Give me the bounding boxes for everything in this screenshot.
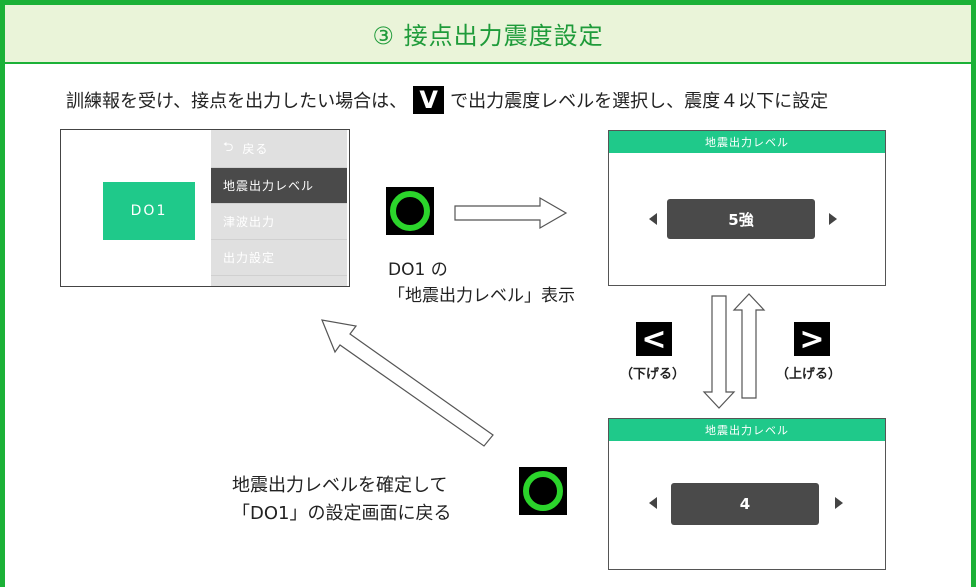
level-screen-title: 地震出力レベル [609, 419, 885, 441]
back-arrow-icon: ⮌ [223, 139, 235, 155]
menu-item-label: 戻る [242, 142, 269, 156]
menu-list: ⮌ 戻る 地震出力レベル 津波出力 出力設定 [211, 130, 347, 286]
section-header: ③ 接点出力震度設定 [5, 5, 971, 64]
instruction-text-after: で出力震度レベルを選択し、震度４以下に設定 [450, 91, 829, 112]
ok-ring [390, 191, 430, 231]
down-key-caption: （下げる） [620, 367, 686, 382]
up-key-icon: > [794, 322, 830, 357]
section-title: ③ 接点出力震度設定 [372, 22, 604, 50]
level-value-box: 4 [671, 483, 819, 525]
caption-display: DO1 の 「地震出力レベル」表示 [388, 257, 575, 309]
menu-item-output-settings[interactable]: 出力設定 [211, 240, 347, 276]
flow-arrow-down [702, 295, 736, 409]
menu-item-earthquake-level[interactable]: 地震出力レベル [211, 168, 347, 204]
v-key-icon: V [413, 86, 445, 114]
left-triangle-icon [649, 497, 657, 509]
instruction-text-before: 訓練報を受け、接点を出力したい場合は、 [66, 91, 408, 112]
do1-channel-label: DO1 [130, 203, 168, 219]
caption-display-line-1: DO1 の [388, 260, 448, 280]
ok-button-icon [386, 187, 434, 235]
caption-display-line-2: 「地震出力レベル」表示 [388, 286, 575, 306]
level-screen-title: 地震出力レベル [609, 131, 885, 153]
ok-button-icon [519, 467, 567, 515]
flow-arrow-up [732, 293, 766, 399]
up-key-caption: （上げる） [776, 367, 842, 382]
instruction-line: 訓練報を受け、接点を出力したい場合は、 V で出力震度レベルを選択し、震度４以下… [66, 86, 946, 114]
do1-channel-tile: DO1 [103, 182, 195, 240]
flow-arrow-back [321, 319, 494, 447]
level-value-box: 5強 [667, 199, 815, 239]
menu-divider [201, 130, 207, 286]
left-triangle-icon [649, 213, 657, 225]
right-triangle-icon [829, 213, 837, 225]
ok-ring [523, 471, 563, 511]
flow-arrow-right [454, 196, 568, 230]
menu-item-tsunami-output[interactable]: 津波出力 [211, 204, 347, 240]
menu-item-back[interactable]: ⮌ 戻る [211, 130, 347, 168]
caption-confirm-line-1: 地震出力レベルを確定して [232, 475, 448, 496]
menu-item-label: 津波出力 [223, 215, 276, 229]
right-triangle-icon [835, 497, 843, 509]
caption-confirm: 地震出力レベルを確定して 「DO1」の設定画面に戻る [232, 472, 451, 528]
level-screen-top: 地震出力レベル 5強 [608, 130, 886, 286]
level-screen-bottom: 地震出力レベル 4 [608, 418, 886, 570]
caption-confirm-line-2: 「DO1」の設定画面に戻る [232, 503, 452, 524]
level-value: 5強 [728, 210, 754, 229]
down-key-icon: < [636, 322, 672, 357]
menu-item-label: 出力設定 [223, 251, 276, 265]
level-value: 4 [739, 495, 751, 513]
do1-menu-screen: DO1 ⮌ 戻る 地震出力レベル 津波出力 出力設定 [60, 129, 350, 287]
menu-item-label: 地震出力レベル [223, 179, 315, 193]
